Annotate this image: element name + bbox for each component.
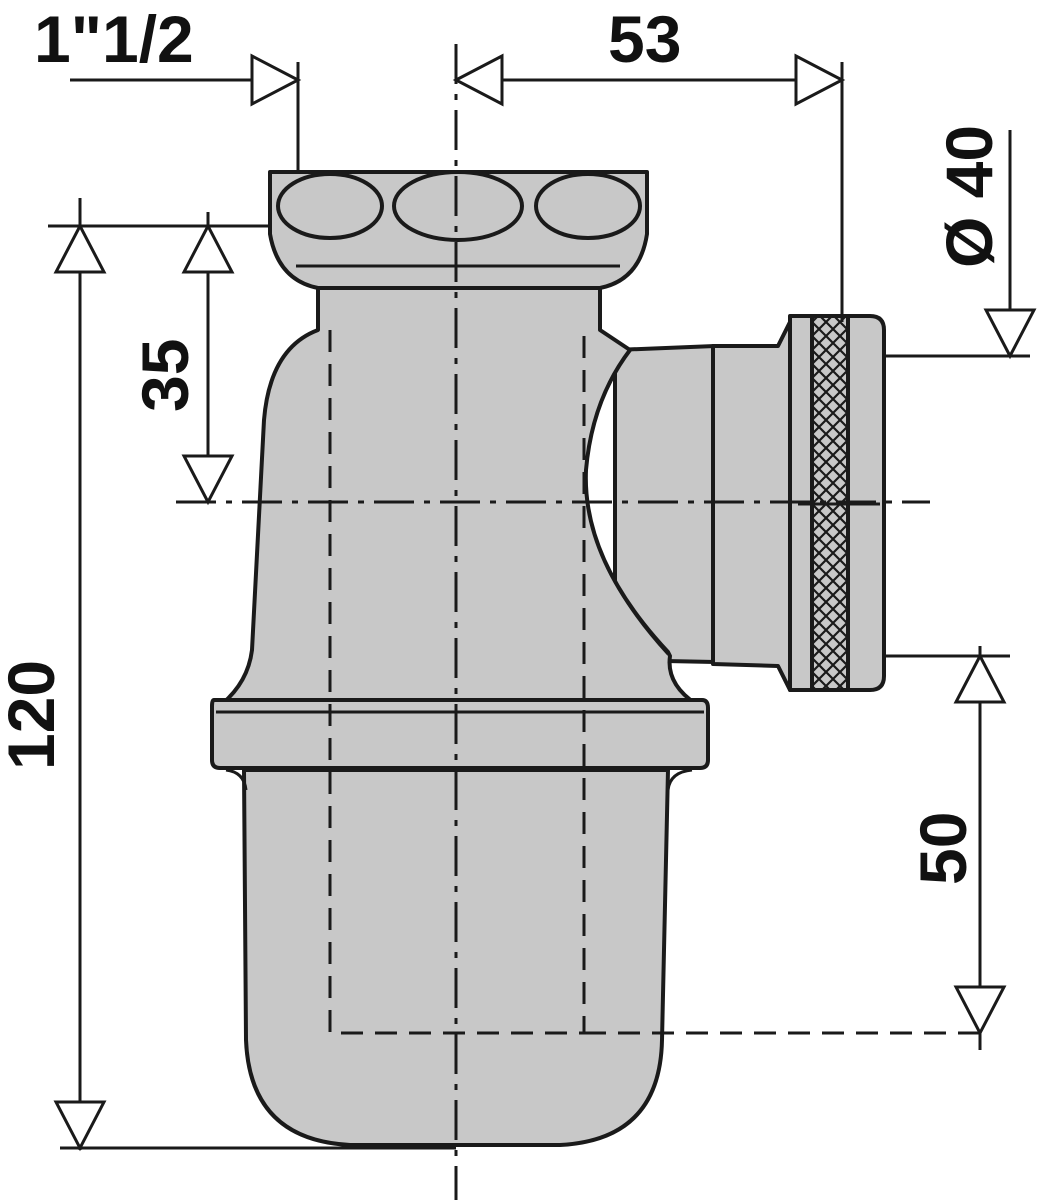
label-inlet-thread: 1"1/2 [34,2,194,76]
label-outlet-to-bottom: 50 [906,812,980,885]
outlet-sleeve [711,320,792,692]
dimension-outlet-to-bottom: 50 [884,646,1010,1050]
label-outlet-diameter: Ø 40 [932,125,1006,268]
label-outlet-offset: 53 [608,2,681,76]
dimensions: 1"1/2 53 Ø 40 35 [0,2,1037,1152]
dimension-inlet-thread: 1"1/2 [34,2,302,172]
inlet-lug-center [392,170,524,242]
inlet-lug-left [276,172,384,240]
dimension-total-height: 120 [0,198,456,1152]
dimension-outlet-diameter: Ø 40 [884,125,1037,360]
dimension-outlet-offset: 53 [452,2,846,322]
collar-ring [210,698,710,770]
label-inlet-depth: 35 [128,339,202,412]
dimension-inlet-depth: 35 [48,212,270,506]
label-total-height: 120 [0,660,68,770]
internal-dip-tube [328,330,586,1035]
trap-body [176,44,980,1200]
inlet-lug-right [534,172,642,240]
